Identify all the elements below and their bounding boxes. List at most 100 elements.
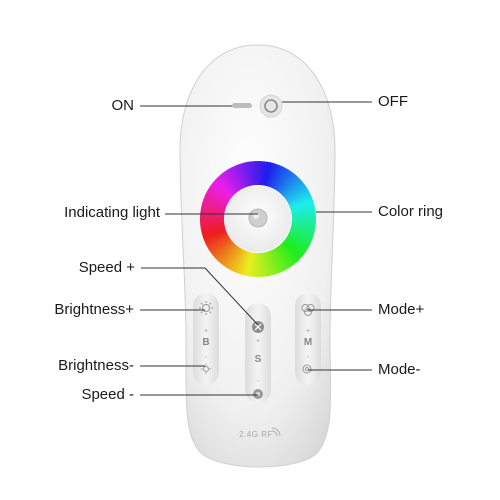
color-ring-segment [289,195,313,208]
color-ring-segment [268,163,280,188]
color-ring-segment [291,209,316,216]
brand-text: 2.4G RF [239,430,273,439]
color-ring-segment [209,184,231,201]
color-ring-segment [273,248,287,271]
color-ring-segment [254,161,259,186]
sun-icon [199,301,213,315]
color-ring-segment [203,194,228,207]
color-ring-segment [291,222,316,229]
color-ring-segment [200,206,225,214]
label-speed-minus: Speed - [81,386,134,403]
color-ring-segment [288,231,313,244]
color-ring-segment [203,230,227,243]
color-ring-segment [291,224,316,232]
color-ring-segment [257,252,262,277]
color-ring-segment [237,163,248,188]
color-ring-segment [263,161,271,186]
color-ring-segment [206,234,229,248]
s-minus-mark: - [257,378,260,385]
s-plus-mark: + [256,338,260,345]
color-ring-segment [269,250,282,274]
speed-pill [245,303,271,403]
on-slot [232,103,252,108]
color-ring-segment [276,246,293,268]
color-ring-segment [214,241,234,261]
label-brightness-plus: Brightness+ [54,301,134,318]
label-brightness-minus: Brightness- [58,357,134,374]
dim-sun-icon [201,364,211,374]
color-ring-segment [239,251,250,276]
color-ring-segment [291,215,316,220]
color-ring-segment [231,165,245,189]
color-ring-segment [248,252,255,277]
color-ring-segment [245,252,253,277]
color-ring-segment [210,238,232,256]
color-ring [199,161,316,277]
color-ring-segment [290,226,315,235]
m-minus-mark: - [307,354,310,361]
color-ring-segment [254,252,258,277]
color-ring-segment [288,232,311,246]
color-ring-segment [274,247,290,270]
color-ring-segment [283,180,304,198]
color-ring-segment [221,171,239,193]
mode-minus-icon [302,364,312,374]
color-ring-segment [206,189,229,204]
color-ring-segment [216,242,236,263]
color-ring-segment [261,161,268,186]
color-ring-segment [205,192,228,206]
color-ring-segment [265,162,274,187]
color-ring-segment [288,192,312,206]
color-ring-segment [275,168,290,191]
color-ring-segment [279,173,298,194]
color-ring-segment [200,222,225,229]
color-ring-segment [200,224,225,232]
color-ring-segment [291,206,316,214]
b-minus-mark: - [205,354,208,361]
color-ring-segment [200,215,225,219]
color-ring-segment [201,200,226,211]
color-ring-segment [287,190,310,204]
color-ring-segment [277,245,295,267]
color-ring-segment [289,198,314,209]
color-ring-segment [214,177,235,197]
label-indicating-light: Indicating light [64,204,160,221]
color-ring-segment [287,234,310,249]
color-ring-segment [226,168,242,191]
color-ring-segment [286,236,309,251]
color-ring-segment [204,232,228,246]
color-ring-segment [207,187,230,202]
color-ring-segment [226,247,241,270]
color-ring-segment [228,248,243,271]
color-ring-segment [231,249,245,272]
off-button-icon [259,94,283,118]
color-ring-segment [264,251,274,276]
color-ring-segment [280,243,300,263]
label-off: OFF [378,93,408,110]
m-key-label: M [304,337,312,348]
label-mode-minus: Mode- [378,361,421,378]
color-ring-segment [281,241,302,261]
color-ring-segment [212,240,233,258]
color-ring-segment [258,161,262,186]
mode-plus-icon [301,304,315,316]
mode-pill [295,293,321,385]
color-ring-segment [207,235,230,251]
b-plus-mark: + [204,328,208,335]
color-ring-segment [290,201,315,211]
color-ring-segment [223,246,240,268]
b-key-label: B [202,337,209,348]
color-ring-segment [280,175,300,196]
color-ring-segment [273,167,288,190]
color-ring-segment [219,173,237,194]
color-ring-segment [279,244,297,265]
color-ring-segment [266,162,277,187]
color-ring-segment [276,170,293,192]
brightness-pill [193,293,219,385]
color-ring-segment [221,245,239,266]
color-ring-segment [291,220,316,226]
color-ring-segment [261,252,268,277]
color-ring-segment [201,225,226,235]
